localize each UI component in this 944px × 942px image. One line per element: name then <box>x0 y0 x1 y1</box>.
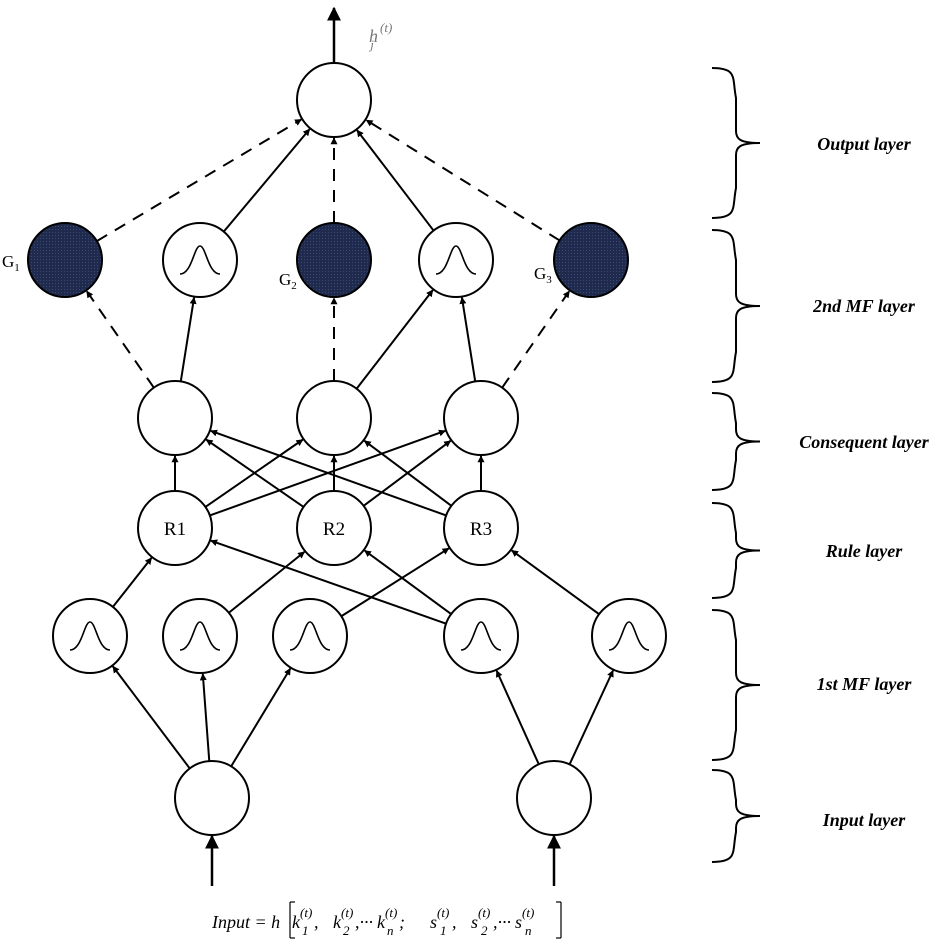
rule-node-3 <box>443 490 519 566</box>
rule-label: R2 <box>323 519 345 540</box>
g-node-label: G2 <box>279 270 297 292</box>
edge-mf1-rule <box>112 557 153 608</box>
bracket-input <box>711 769 761 863</box>
consequent-node-2 <box>296 380 372 456</box>
output-arrow-group: h(t)j <box>327 6 392 63</box>
edge-mf1-rule <box>228 551 306 614</box>
bracket-mf1 <box>711 609 761 761</box>
consequent-node-1 <box>137 380 213 456</box>
edge-mf1-rule <box>511 549 600 615</box>
mf2-node <box>162 222 238 298</box>
edge-rule-consequent <box>210 429 447 517</box>
mf1-node <box>272 598 348 674</box>
edge-mf1-rule <box>210 539 447 625</box>
edge-input2-mf1 <box>568 669 614 765</box>
connections <box>85 118 614 886</box>
mf1-node <box>591 598 667 674</box>
edge-input1-mf1 <box>199 673 211 762</box>
edge-g1-output <box>96 118 302 242</box>
layer-label-output: Output layer <box>817 134 912 154</box>
edge-mf2-output <box>222 128 311 233</box>
layer-label-rule: Rule layer <box>825 541 903 561</box>
edge-mf1-rule <box>340 547 450 618</box>
input-node-1 <box>174 760 250 836</box>
edge-input1-mf1 <box>230 667 292 767</box>
edge-consequent-mf2 <box>179 296 197 382</box>
g-node-3 <box>553 222 629 298</box>
mf1-node <box>162 598 238 674</box>
edge-consequent-mf2 <box>355 289 434 390</box>
g-node-1 <box>27 222 103 298</box>
rule-label: R1 <box>164 519 186 540</box>
mf2-node <box>418 222 494 298</box>
layer-label-mf2: 2nd MF layer <box>812 296 916 316</box>
edge-input1-mf1 <box>112 665 191 770</box>
bracket-rule <box>711 502 761 599</box>
layer-label-consequent: Consequent layer <box>799 432 930 452</box>
g-node-label: G1 <box>2 252 20 274</box>
layer-label-mf1: 1st MF layer <box>817 674 913 694</box>
formula-brackets <box>289 901 562 939</box>
g-node-label: G3 <box>534 264 552 286</box>
edge-rule-consequent <box>205 438 305 508</box>
edge-input2-mf1 <box>495 670 540 765</box>
edge-consequent-g3 <box>501 290 571 389</box>
consequent-node-3 <box>443 380 519 456</box>
edge-g3-output <box>365 119 561 242</box>
mf1-node <box>52 598 128 674</box>
layer-label-input: Input layer <box>822 810 907 830</box>
rule-node-1 <box>137 490 213 566</box>
rule-label: R3 <box>470 519 492 540</box>
rule-node-2 <box>296 490 372 566</box>
output-node <box>296 62 372 138</box>
bracket-consequent <box>711 392 761 491</box>
mf1-node <box>443 598 519 674</box>
input-node-2 <box>516 760 592 836</box>
edge-mf1-rule <box>364 549 452 615</box>
edge-mf2-output <box>356 129 435 232</box>
edge-rule-consequent <box>363 439 452 507</box>
edge-consequent-mf2 <box>459 296 477 382</box>
bracket-mf2 <box>711 229 761 383</box>
g-node-2 <box>296 222 372 298</box>
output-variable: h(t)j <box>368 20 392 52</box>
edge-consequent-g1 <box>85 290 155 389</box>
bracket-output <box>711 67 761 219</box>
